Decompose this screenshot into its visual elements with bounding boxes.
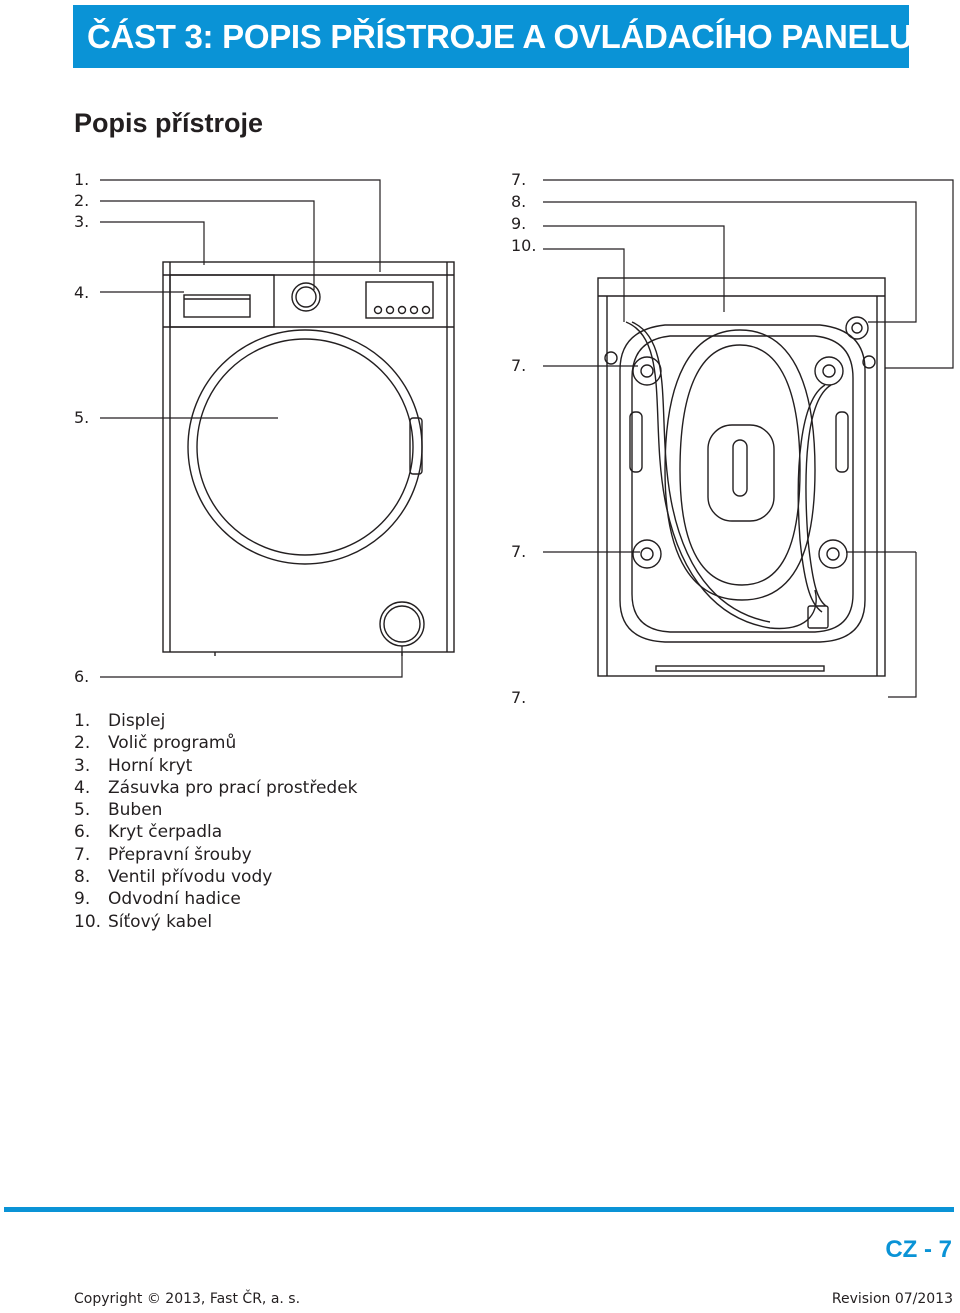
legend-label: Horní kryt <box>108 755 193 776</box>
legend-label: Zásuvka pro prací prostředek <box>108 777 358 798</box>
legend-number: 1. <box>74 711 91 731</box>
legend-number: 4. <box>74 777 91 798</box>
callout-8: 8. <box>511 192 527 211</box>
callout-7-top: 7. <box>511 170 527 189</box>
washer-front-drawing <box>162 261 455 656</box>
legend-label: Ventil přívodu vody <box>108 867 273 888</box>
legend-label: Displej <box>108 711 166 731</box>
legend-number: 2. <box>74 733 91 754</box>
callout-1: 1. <box>74 170 90 189</box>
legend-number: 3. <box>74 755 91 776</box>
legend-number: 6. <box>74 822 91 843</box>
revision-text: Revision 07/2013 <box>831 1291 953 1307</box>
legend-label: Kryt čerpadla <box>108 822 223 843</box>
legend-number: 8. <box>74 867 91 888</box>
callout-7-bottom: 7. <box>511 688 527 707</box>
legend-number: 7. <box>74 844 91 865</box>
header-bar: ČÁST 3: POPIS PŘÍSTROJE A OVLÁDACÍHO PAN… <box>73 5 913 68</box>
callout-10: 10. <box>511 236 537 255</box>
callout-2: 2. <box>74 191 90 210</box>
legend-label: Buben <box>108 800 163 821</box>
legend-number: 5. <box>74 800 91 821</box>
legend-label: Odvodní hadice <box>108 889 241 910</box>
callout-5: 5. <box>74 408 90 427</box>
callout-lines <box>100 179 954 698</box>
page-number: CZ - 7 <box>885 1236 952 1263</box>
callout-7-upper: 7. <box>511 356 527 375</box>
footer-divider <box>4 1207 954 1212</box>
callout-6: 6. <box>74 667 90 686</box>
legend-label: Volič programů <box>108 733 237 754</box>
callout-9: 9. <box>511 214 527 233</box>
callout-3: 3. <box>74 212 90 231</box>
callout-4: 4. <box>74 283 90 302</box>
section-title: Popis přístroje <box>74 108 264 138</box>
callout-7-lower: 7. <box>511 542 527 561</box>
copyright-text: Copyright © 2013, Fast ČR, a. s. <box>74 1291 301 1307</box>
washer-back-drawing <box>597 277 886 677</box>
legend-number: 9. <box>74 889 91 910</box>
chapter-title: ČÁST 3: POPIS PŘÍSTROJE A OVLÁDACÍHO PAN… <box>87 18 913 55</box>
legend-label: Přepravní šrouby <box>108 844 252 865</box>
legend-label: Síťový kabel <box>108 911 213 932</box>
legend-number: 10. <box>74 911 102 932</box>
